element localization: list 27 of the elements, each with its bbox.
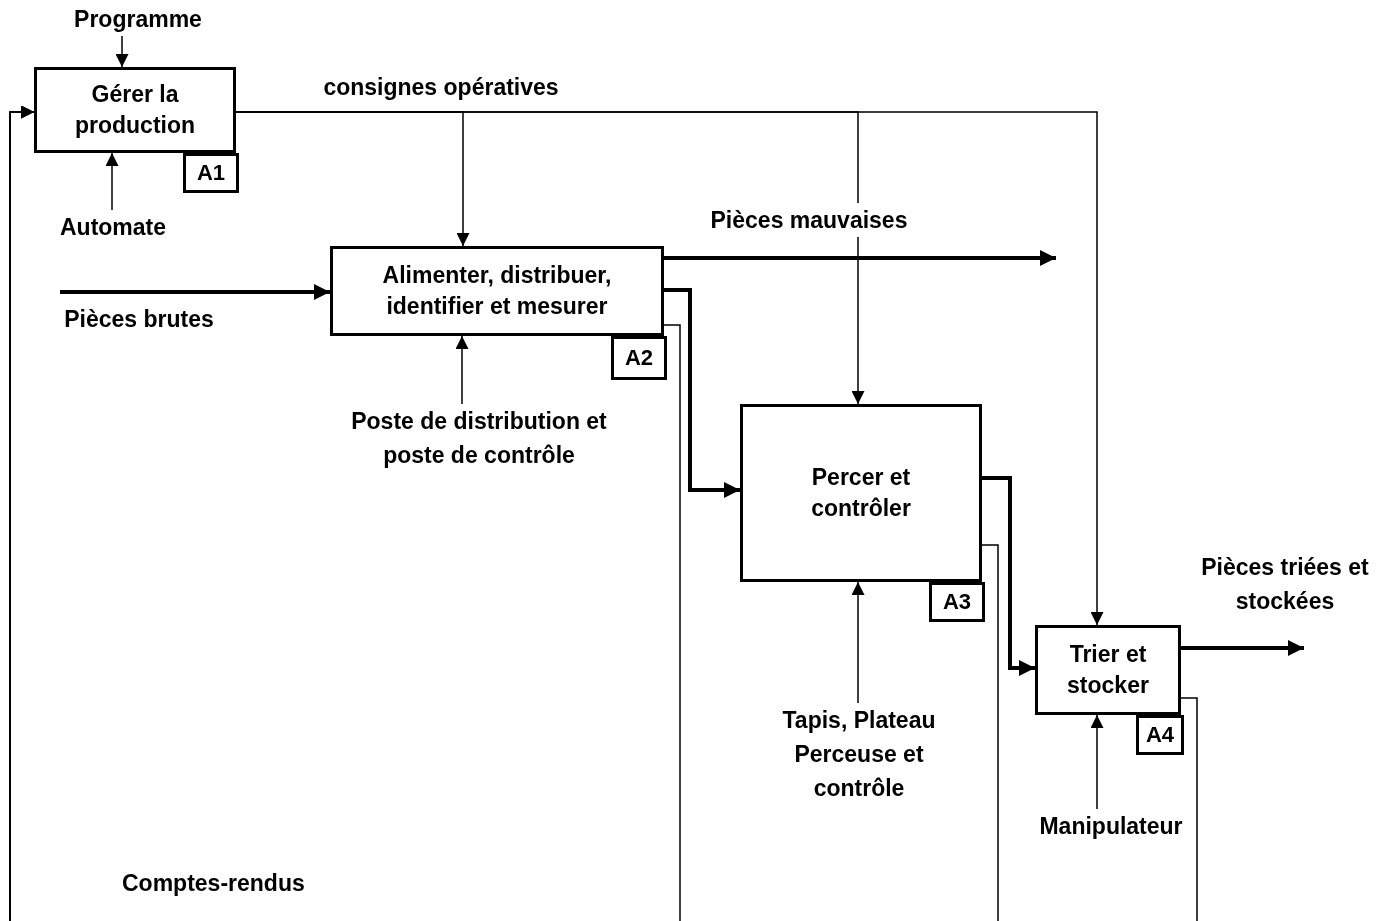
activity-label: Percer et contrôler bbox=[810, 463, 912, 523]
activity-label: Alimenter, distribuer, identifier et mesurer bbox=[381, 261, 613, 321]
activity-label: Trier et stocker bbox=[1066, 640, 1150, 700]
arrow bbox=[455, 335, 469, 405]
arrow bbox=[115, 35, 129, 68]
activity-number: A1 bbox=[183, 153, 239, 193]
arrow bbox=[105, 152, 119, 211]
arrow-label: Poste de distribution et poste de contrôle bbox=[350, 407, 608, 470]
activity-label: Gérer la production bbox=[73, 80, 197, 140]
arrow-label: Tapis, Plateau Perceuse et contrôle bbox=[781, 706, 937, 803]
arrow-label: Programme bbox=[73, 5, 203, 34]
arrow bbox=[664, 288, 740, 498]
arrow-label: Manipulateur bbox=[1038, 812, 1184, 841]
arrow bbox=[235, 111, 1104, 626]
arrow-label: Automate bbox=[58, 213, 168, 242]
arrow bbox=[851, 581, 865, 704]
arrow-label: Pièces brutes bbox=[63, 305, 215, 334]
arrow bbox=[1181, 640, 1304, 656]
activity-number: A4 bbox=[1136, 715, 1184, 755]
arrow bbox=[982, 476, 1035, 676]
flow-label: Comptes-rendus bbox=[122, 870, 305, 897]
arrow bbox=[664, 250, 1056, 266]
arrow bbox=[9, 105, 1198, 921]
arrow bbox=[1090, 714, 1104, 810]
activity-number: A3 bbox=[929, 582, 985, 622]
activity-number: A2 bbox=[611, 336, 667, 380]
arrow bbox=[60, 284, 330, 300]
